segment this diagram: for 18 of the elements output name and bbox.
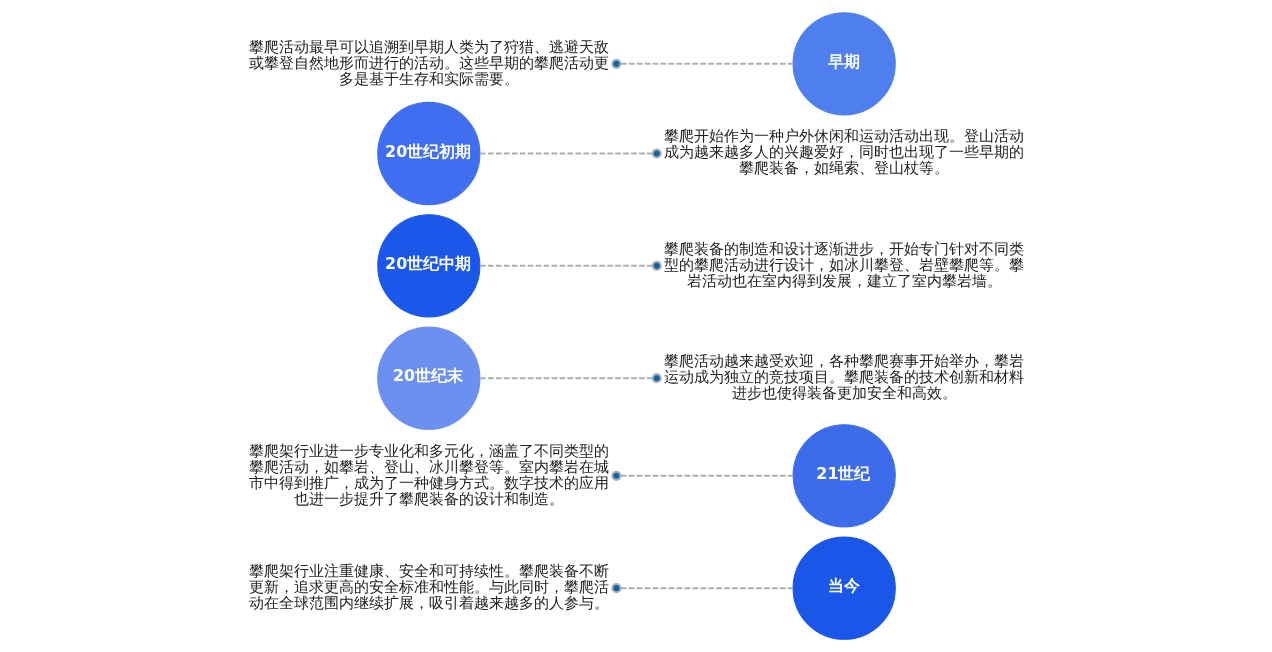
node-circle: 21世纪 bbox=[792, 424, 896, 528]
node-text: 攀爬装备的制造和设计逐渐进步，开始专门针对不同类型的攀爬活动进行设计，如冰川攀登、岩壁攀爬等。攀岩活动也在室内得到发展，建立了室内攀岩墙。 bbox=[663, 239, 1024, 289]
connector bbox=[610, 58, 793, 69]
node-text: 攀爬活动最早可以追溯到早期人类为了狩猎、逃避天敌或攀登自然地形而进行的活动。这些早期的攀爬活动更多是基于生存和实际需要。 bbox=[248, 37, 609, 87]
connector bbox=[610, 470, 793, 481]
connector bbox=[479, 148, 662, 159]
node-text: 攀爬开始作为一种户外休闲和运动活动出现。登山活动成为越来越多人的兴趣爱好，同时也出现了一些早期的攀爬装备，如绳索、登山杖等。 bbox=[663, 127, 1024, 177]
node-text: 攀爬架行业进一步专业化和多元化，涵盖了不同类型的攀爬活动，如攀岩、登山、冰川攀登等。室内攀岩在城市中得到推广，成为了一种健身方式。数字技术的应用也进一步提升了攀爬装备的设计和制造。 bbox=[248, 441, 609, 507]
connector bbox=[479, 260, 662, 271]
node-circle: 当今 bbox=[792, 536, 896, 640]
node-circle: 20世纪中期 bbox=[376, 214, 480, 318]
node-text: 攀爬架行业注重健康、安全和可持续性。攀爬装备不断更新，追求更高的安全标准和性能。与此同时，攀爬活动在全球范围内继续扩展，吸引着越来越多的人参与。 bbox=[248, 562, 609, 611]
connector bbox=[479, 373, 662, 384]
node-text: 攀爬活动越来越受欢迎，各种攀爬赛事开始举办，攀岩运动成为独立的竞技项目。攀爬装备的技术创新和材料进步也使得装备更加安全和高效。 bbox=[663, 352, 1024, 401]
node-circle: 20世纪初期 bbox=[376, 101, 480, 206]
connector bbox=[610, 583, 793, 594]
node-circle: 早期 bbox=[792, 12, 896, 116]
node-circle: 20世纪末 bbox=[376, 326, 480, 430]
